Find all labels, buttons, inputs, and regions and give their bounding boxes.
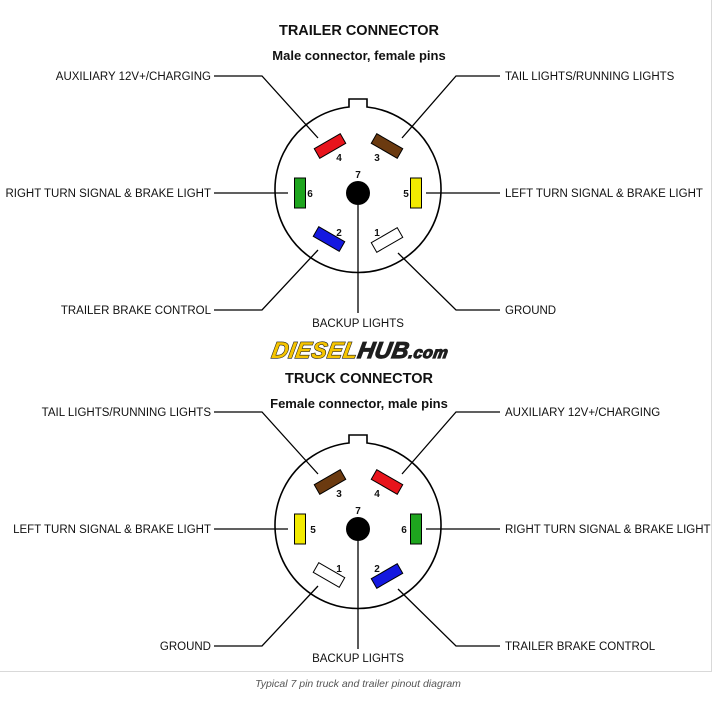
- truck-connector: TRUCK CONNECTOR Female connector, male p…: [13, 371, 710, 665]
- truck-label-mid-left: LEFT TURN SIGNAL & BRAKE LIGHT: [13, 524, 211, 536]
- frame-right-border: [711, 0, 712, 672]
- trailer-label-mid-left: RIGHT TURN SIGNAL & BRAKE LIGHT: [5, 188, 211, 200]
- trailer-leader-bottom-left: [214, 249, 319, 311]
- trailer-label-bottom-right: GROUND: [505, 305, 556, 317]
- truck-pin-num-3: 3: [336, 489, 342, 500]
- trailer-connector-title: TRAILER CONNECTOR: [279, 23, 440, 39]
- truck-leader-top-right: [401, 411, 500, 475]
- trailer-pin-6-green: [294, 177, 306, 209]
- figure-caption: Typical 7 pin truck and trailer pinout d…: [255, 678, 461, 690]
- trailer-label-top-left: AUXILIARY 12V+/CHARGING: [56, 71, 211, 83]
- truck-pin-num-4: 4: [374, 489, 380, 500]
- trailer-leader-bottom-right: [397, 252, 500, 311]
- trailer-connector: TRAILER CONNECTOR Male connector, female…: [5, 23, 702, 330]
- truck-pin-num-2: 2: [374, 564, 380, 575]
- trailer-pin-5-yellow: [410, 177, 422, 209]
- logo-com-text: .com: [407, 344, 449, 362]
- trailer-label-bottom-center: BACKUP LIGHTS: [312, 318, 404, 330]
- trailer-pin-num-4: 4: [336, 153, 342, 164]
- truck-leader-bottom-right: [397, 588, 500, 647]
- truck-pin-3-brown: [313, 469, 347, 495]
- truck-pin-num-5: 5: [310, 525, 316, 536]
- logo-hub-text: HUB: [356, 337, 412, 363]
- truck-pin-5-yellow: [294, 513, 306, 545]
- truck-label-bottom-center: BACKUP LIGHTS: [312, 653, 404, 665]
- trailer-pin-1-white: [370, 227, 404, 253]
- trailer-pin-num-1: 1: [374, 228, 380, 239]
- truck-pin-num-7: 7: [355, 506, 361, 517]
- logo-diesel-text: DIESEL: [270, 337, 361, 363]
- dieselhub-logo: DIESELHUB.com: [269, 337, 451, 364]
- trailer-pin-2-blue: [312, 226, 346, 252]
- truck-pin-7-black: [346, 517, 370, 541]
- truck-label-bottom-right: TRAILER BRAKE CONTROL: [505, 641, 656, 653]
- truck-pin-4-red: [370, 469, 404, 495]
- trailer-pin-4-red: [313, 133, 347, 159]
- truck-pin-num-1: 1: [336, 564, 342, 575]
- trailer-leader-top-left: [214, 75, 319, 139]
- truck-label-top-left: TAIL LIGHTS/RUNNING LIGHTS: [42, 407, 212, 419]
- truck-connector-subtitle: Female connector, male pins: [270, 396, 448, 411]
- truck-pin-2-blue: [370, 563, 404, 589]
- truck-leader-top-left: [214, 411, 319, 475]
- trailer-leader-top-right: [401, 75, 500, 139]
- trailer-pin-num-2: 2: [336, 228, 342, 239]
- truck-connector-title: TRUCK CONNECTOR: [285, 371, 433, 387]
- trailer-label-bottom-left: TRAILER BRAKE CONTROL: [61, 305, 212, 317]
- trailer-pin-num-5: 5: [403, 189, 409, 200]
- trailer-label-mid-right: LEFT TURN SIGNAL & BRAKE LIGHT: [505, 188, 703, 200]
- trailer-pin-7-black: [346, 181, 370, 205]
- truck-leader-lines: [214, 411, 500, 649]
- trailer-connector-subtitle: Male connector, female pins: [272, 48, 445, 63]
- truck-pin-num-6: 6: [401, 525, 407, 536]
- trailer-leader-lines: [214, 75, 500, 313]
- truck-pin-6-green: [410, 513, 422, 545]
- truck-label-mid-right: RIGHT TURN SIGNAL & BRAKE LIGHT: [505, 524, 711, 536]
- trailer-pin-num-3: 3: [374, 153, 380, 164]
- truck-label-top-right: AUXILIARY 12V+/CHARGING: [505, 407, 660, 419]
- truck-leader-bottom-left: [214, 585, 319, 647]
- frame-bottom-border: [0, 671, 712, 672]
- trailer-pin-3-brown: [370, 133, 404, 159]
- trailer-pin-num-6: 6: [307, 189, 313, 200]
- truck-pin-1-white: [312, 562, 346, 588]
- trailer-pin-num-7: 7: [355, 170, 361, 181]
- truck-label-bottom-left: GROUND: [160, 641, 211, 653]
- trailer-label-top-right: TAIL LIGHTS/RUNNING LIGHTS: [505, 71, 675, 83]
- svg-text:DIESELHUB.com: DIESELHUB.com: [270, 337, 451, 363]
